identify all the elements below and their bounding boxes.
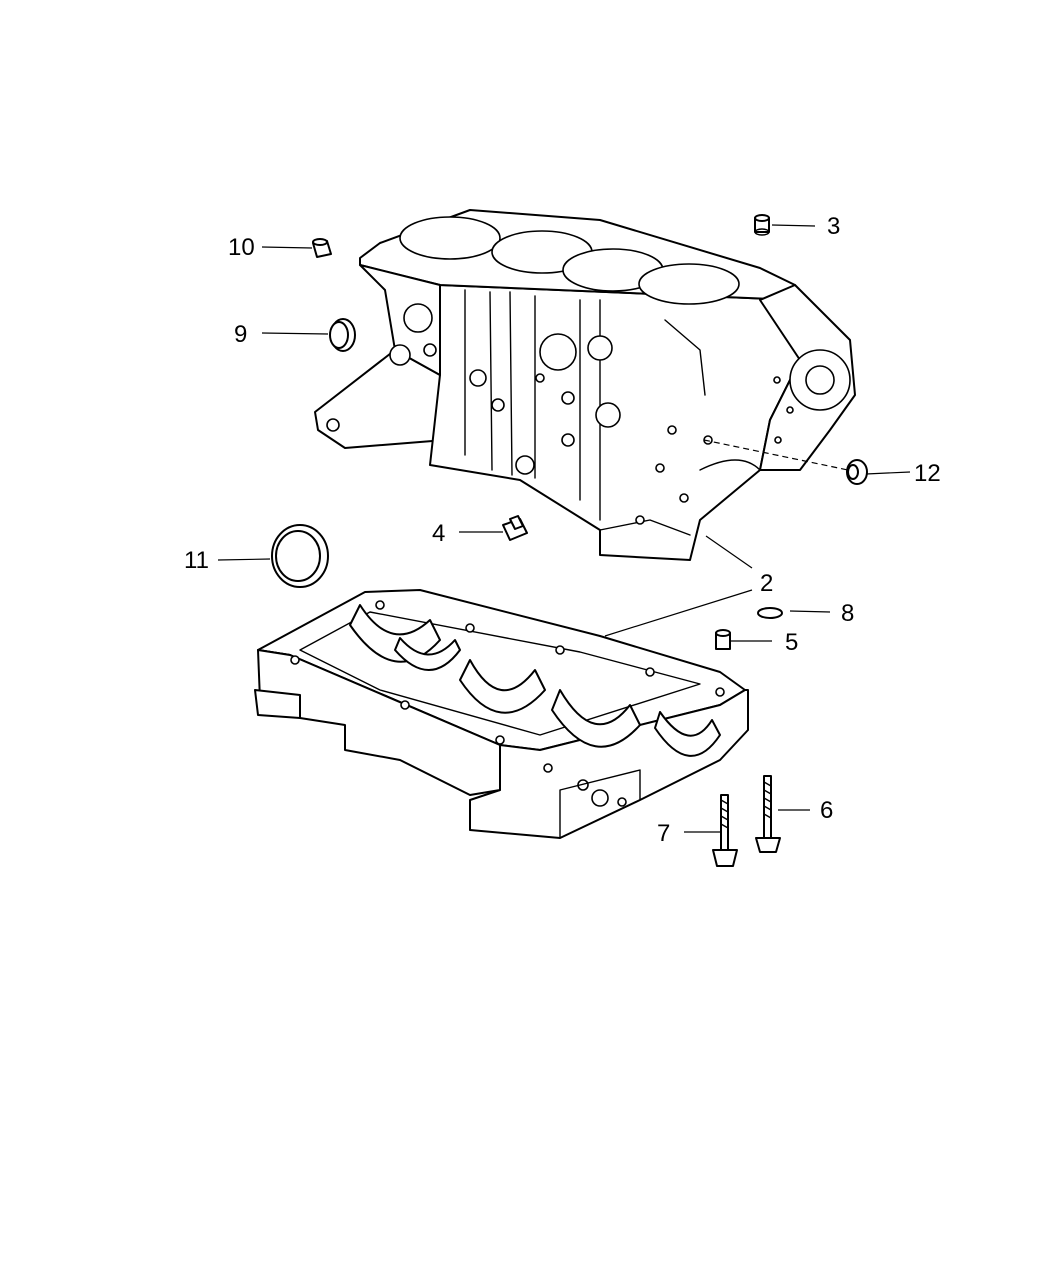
callout-7: 7 — [657, 820, 670, 847]
callout-11: 11 — [184, 547, 209, 574]
plug-12 — [846, 459, 868, 485]
rear-main-seal-11 — [271, 524, 329, 588]
plug-4 — [502, 515, 528, 541]
leader-lines — [217, 224, 911, 833]
engine-block — [314, 209, 856, 561]
callout-2: 2 — [760, 570, 773, 597]
bolt-6 — [755, 775, 781, 853]
callout-6: 6 — [820, 797, 833, 824]
callout-8: 8 — [841, 600, 854, 627]
callout-9: 9 — [234, 321, 247, 348]
dowel-pin-3 — [754, 214, 770, 236]
callout-labels: 10 3 9 11 4 12 2 8 5 6 7 — [184, 213, 941, 847]
bolt-7 — [712, 794, 738, 867]
o-ring-8 — [757, 607, 783, 619]
bedplate — [254, 589, 749, 839]
callout-3: 3 — [827, 213, 840, 240]
seal-9 — [329, 318, 356, 352]
dowel-pin-10 — [312, 238, 332, 258]
callout-5: 5 — [785, 629, 798, 656]
dowel-pin-5 — [715, 629, 731, 650]
callout-12: 12 — [914, 460, 941, 487]
callout-10: 10 — [228, 234, 255, 261]
callout-4: 4 — [432, 520, 445, 547]
